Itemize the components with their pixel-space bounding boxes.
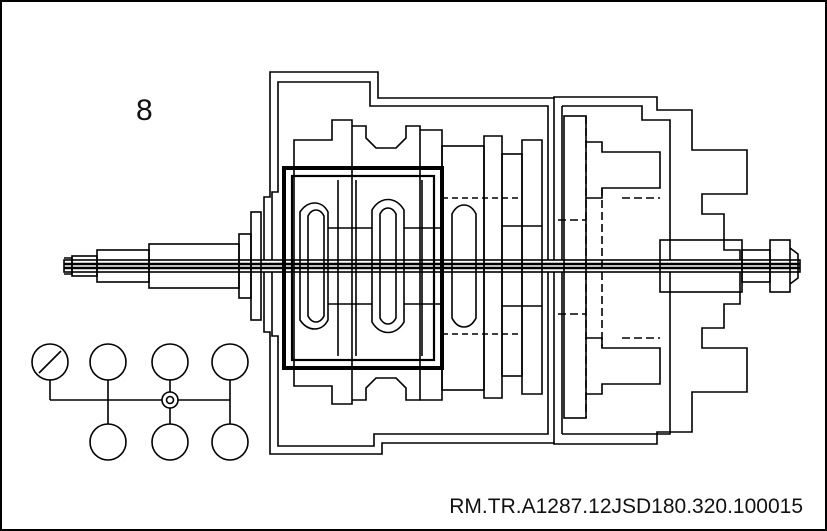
reference-code: RM.TR.A1287.12JSD180.320.100015 [449, 495, 803, 518]
shift-position-top-1 [89, 343, 127, 381]
neutral-position-icon [161, 391, 179, 409]
main-shaft [63, 211, 801, 321]
shift-position-top-2 [151, 343, 189, 381]
circle-slash-icon [31, 343, 69, 381]
shift-position-top-3 [211, 343, 249, 381]
synchro-assembly [282, 166, 477, 370]
step-number: 8 [136, 94, 153, 127]
shift-pattern [31, 343, 249, 461]
shift-position-bottom-3 [211, 423, 249, 461]
shift-position-bottom-1 [89, 423, 127, 461]
rear-gear [558, 115, 743, 419]
shift-position-bottom-2 [151, 423, 189, 461]
